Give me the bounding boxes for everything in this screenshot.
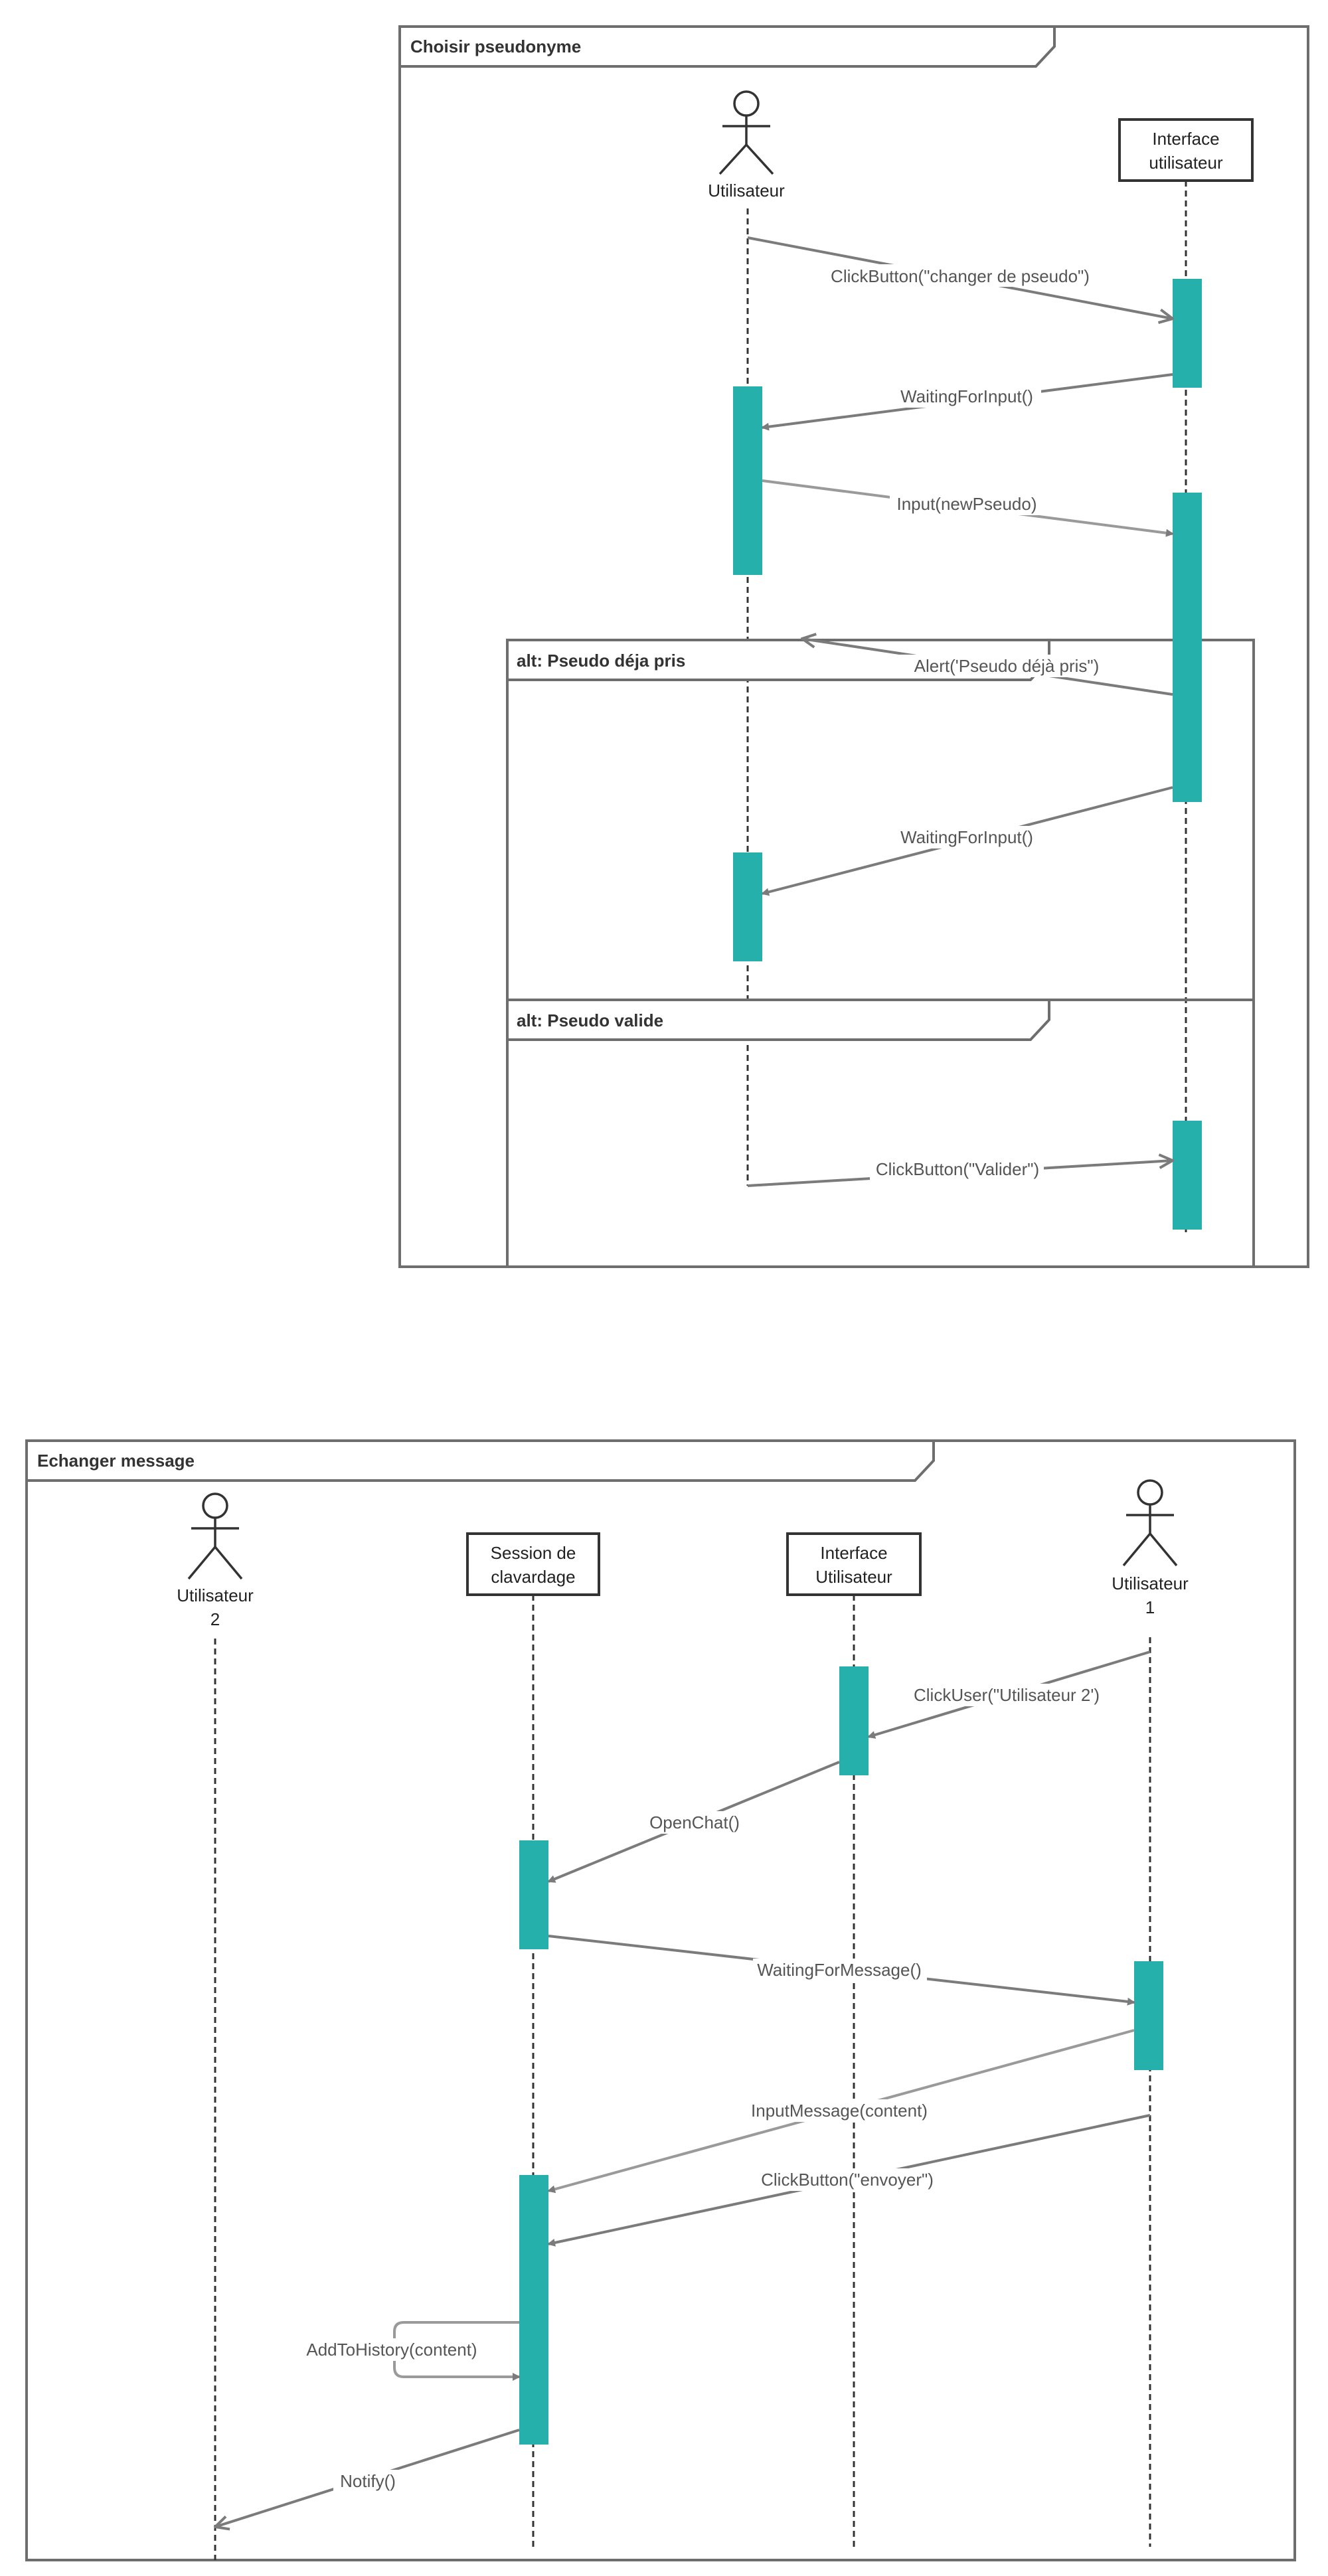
actor1-leg-right [1149, 1532, 1178, 1567]
message2-label-6: AddToHistory(content) [306, 2340, 477, 2360]
label-bg-2 [892, 385, 1041, 408]
actor2-label-line1: Utilisateur [177, 1585, 254, 1605]
interface2-label-line1: Interface [820, 1543, 887, 1563]
interface2-box [786, 1532, 922, 1596]
actor-utilisateur-1: Utilisateur 1 [1112, 1479, 1189, 1617]
interface2-label-line2: Utilisateur [815, 1567, 892, 1587]
label2-bg-2 [645, 1811, 745, 1834]
label2-bg-5 [756, 2168, 939, 2191]
interface-label-line2: utilisateur [1149, 153, 1223, 173]
interface-label-line1: Interface [1152, 129, 1219, 149]
label-bg-1 [825, 264, 1094, 287]
activation-interface-3 [1173, 1121, 1202, 1230]
message2-label-5: ClickButton("envoyer") [761, 2170, 934, 2190]
session-box [466, 1532, 600, 1596]
message2-label-2: OpenChat() [649, 1812, 740, 1832]
frame-tab [398, 25, 1056, 68]
frame-title-2: Echanger message [37, 1451, 195, 1471]
label2-bg-1 [907, 1684, 1106, 1706]
message2-label-7: Notify() [340, 2471, 396, 2491]
activation-interface-1 [1173, 279, 1202, 388]
message-label-6: ClickButton("Valider") [876, 1159, 1039, 1179]
actor2-leg-left [187, 1546, 216, 1580]
lifeline-box-session: Session de clavardage [466, 1532, 600, 1596]
actor-head [733, 90, 760, 117]
message-label-2: WaitingForInput() [900, 386, 1033, 406]
actor-label: Utilisateur [708, 181, 785, 201]
activation-interface-2 [1173, 493, 1202, 802]
actor-utilisateur: Utilisateur [708, 90, 785, 201]
label-bg-6 [870, 1158, 1044, 1180]
frame-tab-2 [25, 1439, 935, 1482]
message2-label-4: InputMessage(content) [751, 2101, 928, 2121]
message-label-1: ClickButton("changer de pseudo") [831, 266, 1090, 286]
message-label-4: Alert('Pseudo déjà pris") [914, 656, 1100, 676]
diagram-choisir-pseudonyme: Choisir pseudonyme Utilisateur Interface… [398, 25, 1309, 1268]
session-label-line1: Session de [491, 1543, 576, 1563]
message2-label-3: WaitingForMessage() [757, 1960, 922, 1980]
activation-session-1 [519, 1840, 548, 1949]
activation-user-2 [733, 852, 762, 961]
label2-bg-7 [333, 2470, 402, 2492]
actor2-leg-right [214, 1546, 243, 1580]
activation-interface2-1 [839, 1666, 869, 1775]
activation-user1-1 [1134, 1961, 1163, 2070]
activation-user-1 [733, 386, 762, 575]
label-bg-5 [892, 826, 1041, 848]
message2-label-1: ClickUser("Utilisateur 2') [914, 1685, 1100, 1705]
session-label-line2: clavardage [491, 1567, 575, 1587]
actor2-label-line2: 2 [210, 1609, 220, 1629]
diagram-echanger-message: Echanger message Utilisateur 2 Session d… [25, 1439, 1296, 2561]
message-label-3: Input(newPseudo) [896, 494, 1037, 514]
frame-title: Choisir pseudonyme [410, 37, 581, 56]
actor-utilisateur-2: Utilisateur 2 [177, 1492, 254, 1629]
lifeline-box-interface: Interface utilisateur [1118, 118, 1254, 182]
alt-title-1: alt: Pseudo déja pris [517, 651, 685, 671]
message-label-5: WaitingForInput() [900, 827, 1033, 847]
activation-session-2 [519, 2175, 548, 2445]
label2-bg-6 [299, 2338, 486, 2361]
actor2-head [202, 1492, 228, 1519]
alt-tab-2 [506, 999, 1050, 1041]
frame-echanger-message [25, 1439, 1296, 2561]
actor1-label-line2: 1 [1145, 1597, 1155, 1617]
actor-leg-left [718, 143, 748, 175]
label2-bg-4 [748, 2099, 932, 2122]
actor1-leg-left [1122, 1532, 1151, 1567]
label-bg-3 [890, 493, 1044, 515]
lifeline-box-interface-2: Interface Utilisateur [786, 1532, 922, 1596]
label2-bg-3 [753, 1959, 927, 1981]
actor-leg-right [745, 143, 774, 175]
actor1-head [1137, 1479, 1163, 1506]
alt-fragment-pseudo-deja-pris [506, 639, 1255, 1001]
alt-title-2: alt: Pseudo valide [517, 1010, 663, 1030]
actor1-label-line1: Utilisateur [1112, 1573, 1189, 1593]
label-bg-4 [890, 655, 1123, 677]
